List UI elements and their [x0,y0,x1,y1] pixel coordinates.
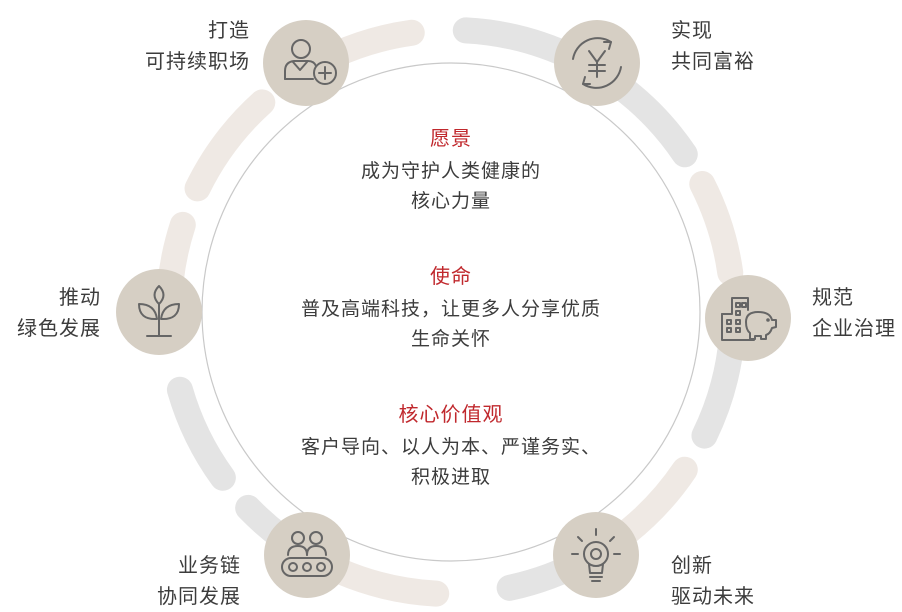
label-innovation: 创新 驱动未来 [671,550,755,612]
label-innovation-line-1: 创新 [671,553,713,577]
vision-block: 愿景 成为守护人类健康的 核心力量 [251,124,651,216]
person-plus-icon [284,39,337,85]
mission-title: 使命 [430,264,472,288]
label-sustainable-line-2: 可持续职场 [145,49,250,73]
label-supply-chain: 业务链 协同发展 [157,550,241,612]
node-supply-chain [264,512,350,598]
label-innovation-line-2: 驱动未来 [671,584,755,608]
lightbulb-icon [571,528,621,582]
vision-line-2: 核心力量 [410,190,491,212]
node-governance [705,275,791,361]
vision-line-1: 成为守护人类健康的 [360,160,541,182]
label-governance-line-1: 规范 [812,285,854,309]
mission-block: 使命 普及高端科技，让更多人分享优质 生命关怀 [251,262,651,354]
values-line-1: 客户导向、以人为本、严谨务实、 [300,436,601,458]
people-conveyor-icon [281,531,333,577]
label-prosperity: 实现 共同富裕 [671,15,755,77]
plant-icon [138,285,180,337]
label-sustainable-line-1: 打造 [208,18,250,42]
building-piggybank-icon [721,297,777,341]
values-line-2: 积极进取 [410,466,491,488]
values-block: 核心价值观 客户导向、以人为本、严谨务实、 积极进取 [251,400,651,492]
ring-segment [689,170,744,286]
label-supply-chain-line-2: 协同发展 [157,584,241,608]
ring-segment [166,376,236,491]
node-sustainable [263,20,349,106]
ring-segment [327,558,450,607]
yuan-cycle-icon [572,37,622,89]
mission-line-2: 生命关怀 [410,328,491,350]
label-supply-chain-line-1: 业务链 [178,553,241,577]
label-governance: 规范 企业治理 [812,282,896,344]
label-prosperity-line-1: 实现 [671,18,713,42]
label-governance-line-2: 企业治理 [812,316,896,340]
node-green [116,269,202,355]
label-green-line-1: 推动 [59,285,101,309]
label-green-line-2: 绿色发展 [17,316,101,340]
node-prosperity [554,20,640,106]
values-title: 核心价值观 [398,402,504,426]
label-sustainable: 打造 可持续职场 [145,15,250,77]
label-prosperity-line-2: 共同富裕 [671,49,755,73]
vision-title: 愿景 [430,126,472,150]
mission-line-1: 普及高端科技，让更多人分享优质 [300,298,601,320]
label-green: 推动 绿色发展 [17,282,101,344]
node-innovation [553,512,639,598]
ring-segment [184,89,276,202]
